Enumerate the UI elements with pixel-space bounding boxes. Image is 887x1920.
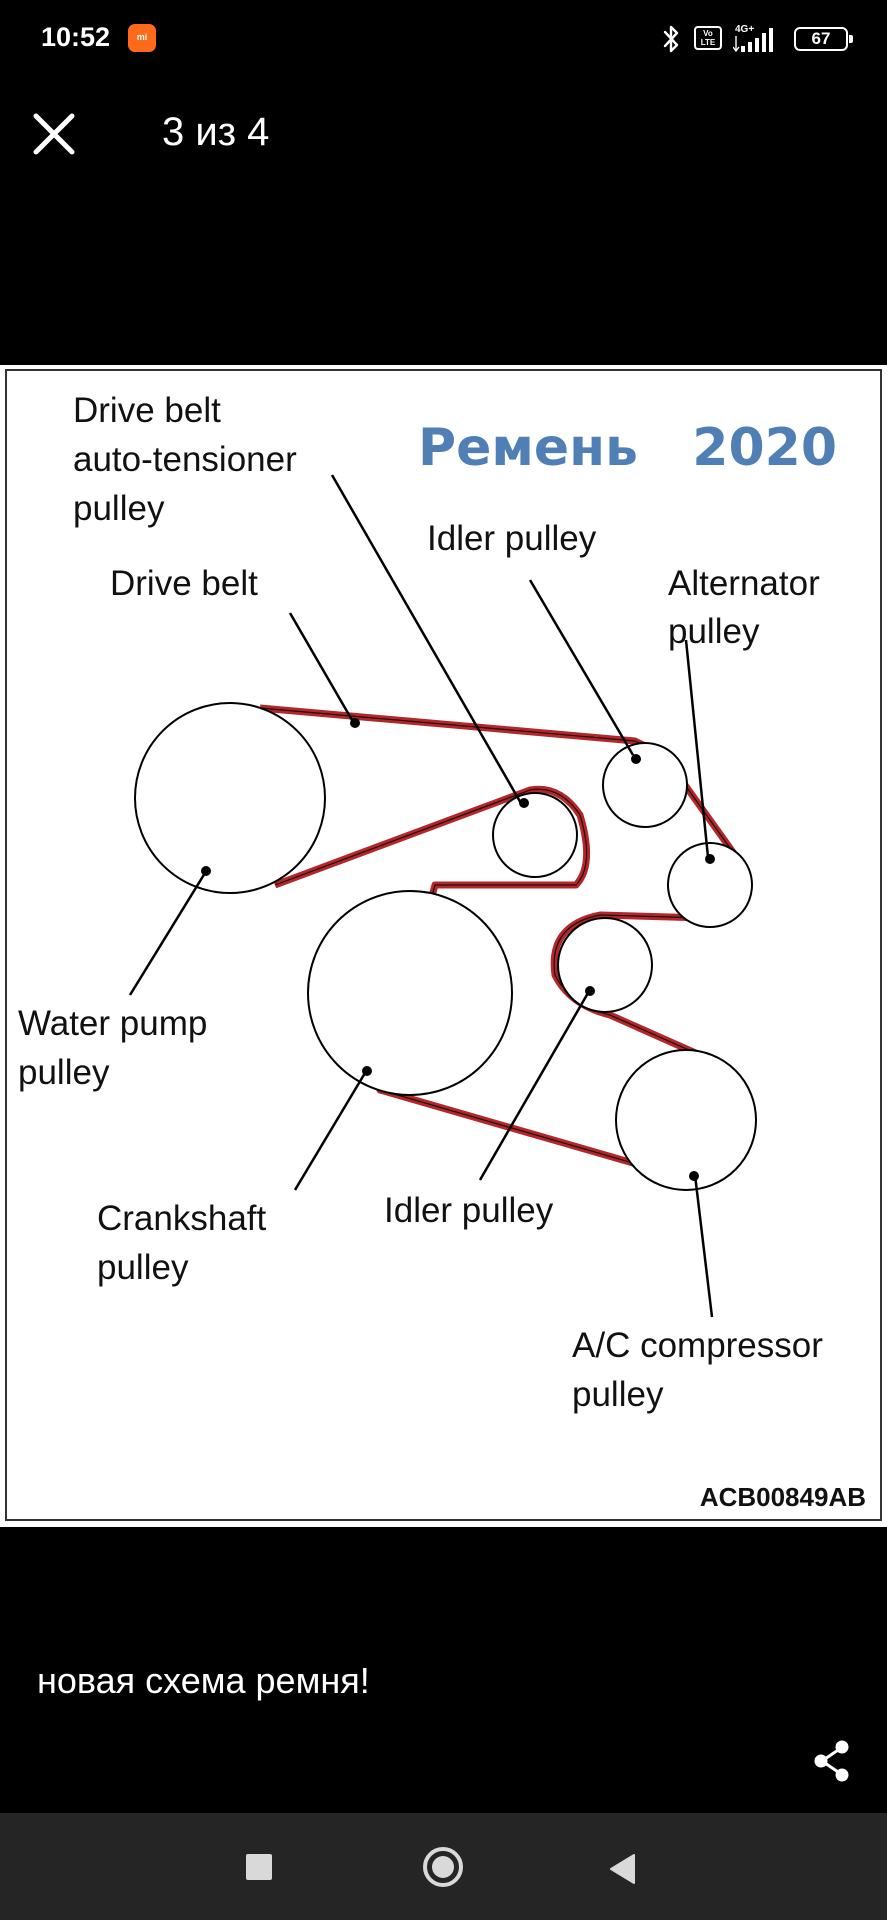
home-icon[interactable] — [423, 1847, 463, 1887]
back-icon[interactable] — [608, 1853, 638, 1885]
image-viewer[interactable]: Ремень 2020 Drive belt auto-tensioner pu… — [0, 365, 887, 1527]
diagram-title: Ремень 2020 — [418, 418, 837, 478]
status-time: 10:52 — [41, 22, 111, 52]
crankshaft-pulley — [307, 890, 513, 1096]
water-pump-pulley — [134, 702, 326, 894]
label-water-pump-2: pulley — [18, 1053, 110, 1092]
label-idler-top: Idler pulley — [427, 519, 597, 558]
app-notification-icon: mi — [128, 24, 156, 52]
ac-compressor-pulley — [615, 1049, 757, 1191]
recents-icon[interactable] — [246, 1854, 272, 1880]
label-drive-belt: Drive belt — [110, 564, 258, 603]
label-tensioner-1: Drive belt — [73, 391, 221, 430]
close-button[interactable] — [28, 108, 80, 160]
image-caption: новая схема ремня! — [37, 1660, 370, 1701]
share-icon — [814, 1740, 849, 1782]
signal-icon: 4G+ — [733, 24, 773, 53]
label-crankshaft-2: pulley — [97, 1248, 189, 1287]
battery-icon: 67 — [794, 27, 853, 51]
label-ac-1: A/C compressor — [572, 1326, 823, 1365]
label-tensioner-3: pulley — [73, 489, 165, 528]
label-alternator-2: pulley — [668, 612, 760, 651]
bluetooth-icon — [663, 25, 679, 53]
diagram-code: ACB00849AB — [700, 1482, 866, 1512]
label-ac-2: pulley — [572, 1375, 664, 1414]
idler-pulley-top — [602, 742, 688, 828]
idler-pulley-bottom — [557, 917, 653, 1013]
battery-level: 67 — [811, 29, 831, 48]
label-idler-bottom: Idler pulley — [384, 1191, 554, 1230]
label-crankshaft-1: Crankshaft — [97, 1199, 267, 1238]
share-button[interactable] — [808, 1736, 858, 1786]
status-bar: 10:52 mi Vo LTE 4G+ 67 — [0, 0, 887, 80]
label-water-pump-1: Water pump — [18, 1004, 207, 1043]
alternator-pulley — [667, 842, 753, 928]
label-tensioner-2: auto-tensioner — [73, 440, 297, 479]
auto-tensioner-pulley — [492, 792, 578, 878]
image-counter: 3 из 4 — [162, 110, 270, 154]
label-alternator-1: Alternator — [668, 564, 820, 603]
close-icon — [33, 113, 75, 155]
belt-diagram: Ремень 2020 Drive belt auto-tensioner pu… — [5, 369, 882, 1521]
volte-icon: Vo LTE — [694, 26, 722, 50]
network-type: 4G+ — [735, 24, 754, 35]
